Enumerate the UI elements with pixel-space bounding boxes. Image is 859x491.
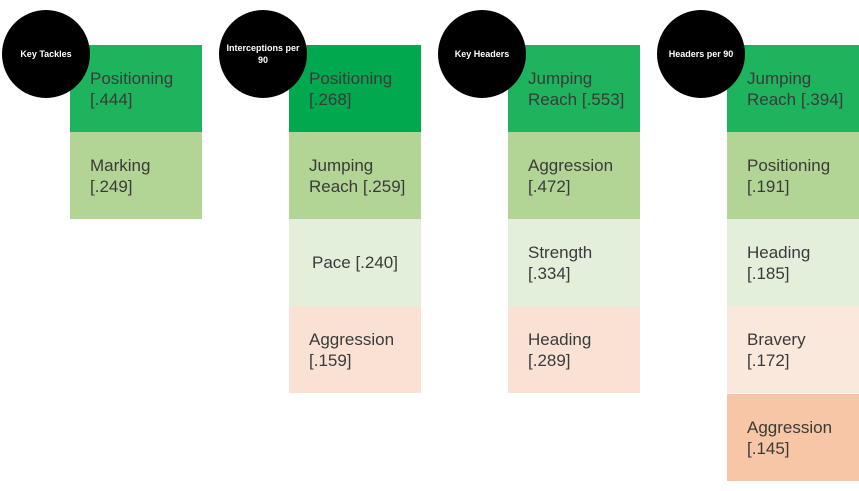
column-title-circle: Key Tackles [2, 10, 90, 98]
attribute-box: Pace [.240] [289, 219, 421, 306]
attribute-box: Aggression [.472] [508, 132, 640, 219]
attribute-box: Bravery [.172] [727, 306, 859, 393]
attribute-box: Jumping Reach [.394] [727, 45, 859, 132]
attribute-box: Positioning [.444] [70, 45, 202, 132]
column-title-circle: Key Headers [438, 10, 526, 98]
attribute-box: Positioning [.191] [727, 132, 859, 219]
attribute-box: Strength [.334] [508, 219, 640, 306]
attribute-box: Jumping Reach [.553] [508, 45, 640, 132]
attribute-box: Heading [.185] [727, 219, 859, 306]
attribute-box: Aggression [.159] [289, 306, 421, 393]
attribute-box: Marking [.249] [70, 132, 202, 219]
column-title-circle: Headers per 90 [657, 10, 745, 98]
attribute-box: Jumping Reach [.259] [289, 132, 421, 219]
attribute-box: Positioning [.268] [289, 45, 421, 132]
column-title-circle: Interceptions per 90 [219, 10, 307, 98]
attribute-box: Aggression [.145] [727, 394, 859, 481]
attribute-box: Heading [.289] [508, 306, 640, 393]
